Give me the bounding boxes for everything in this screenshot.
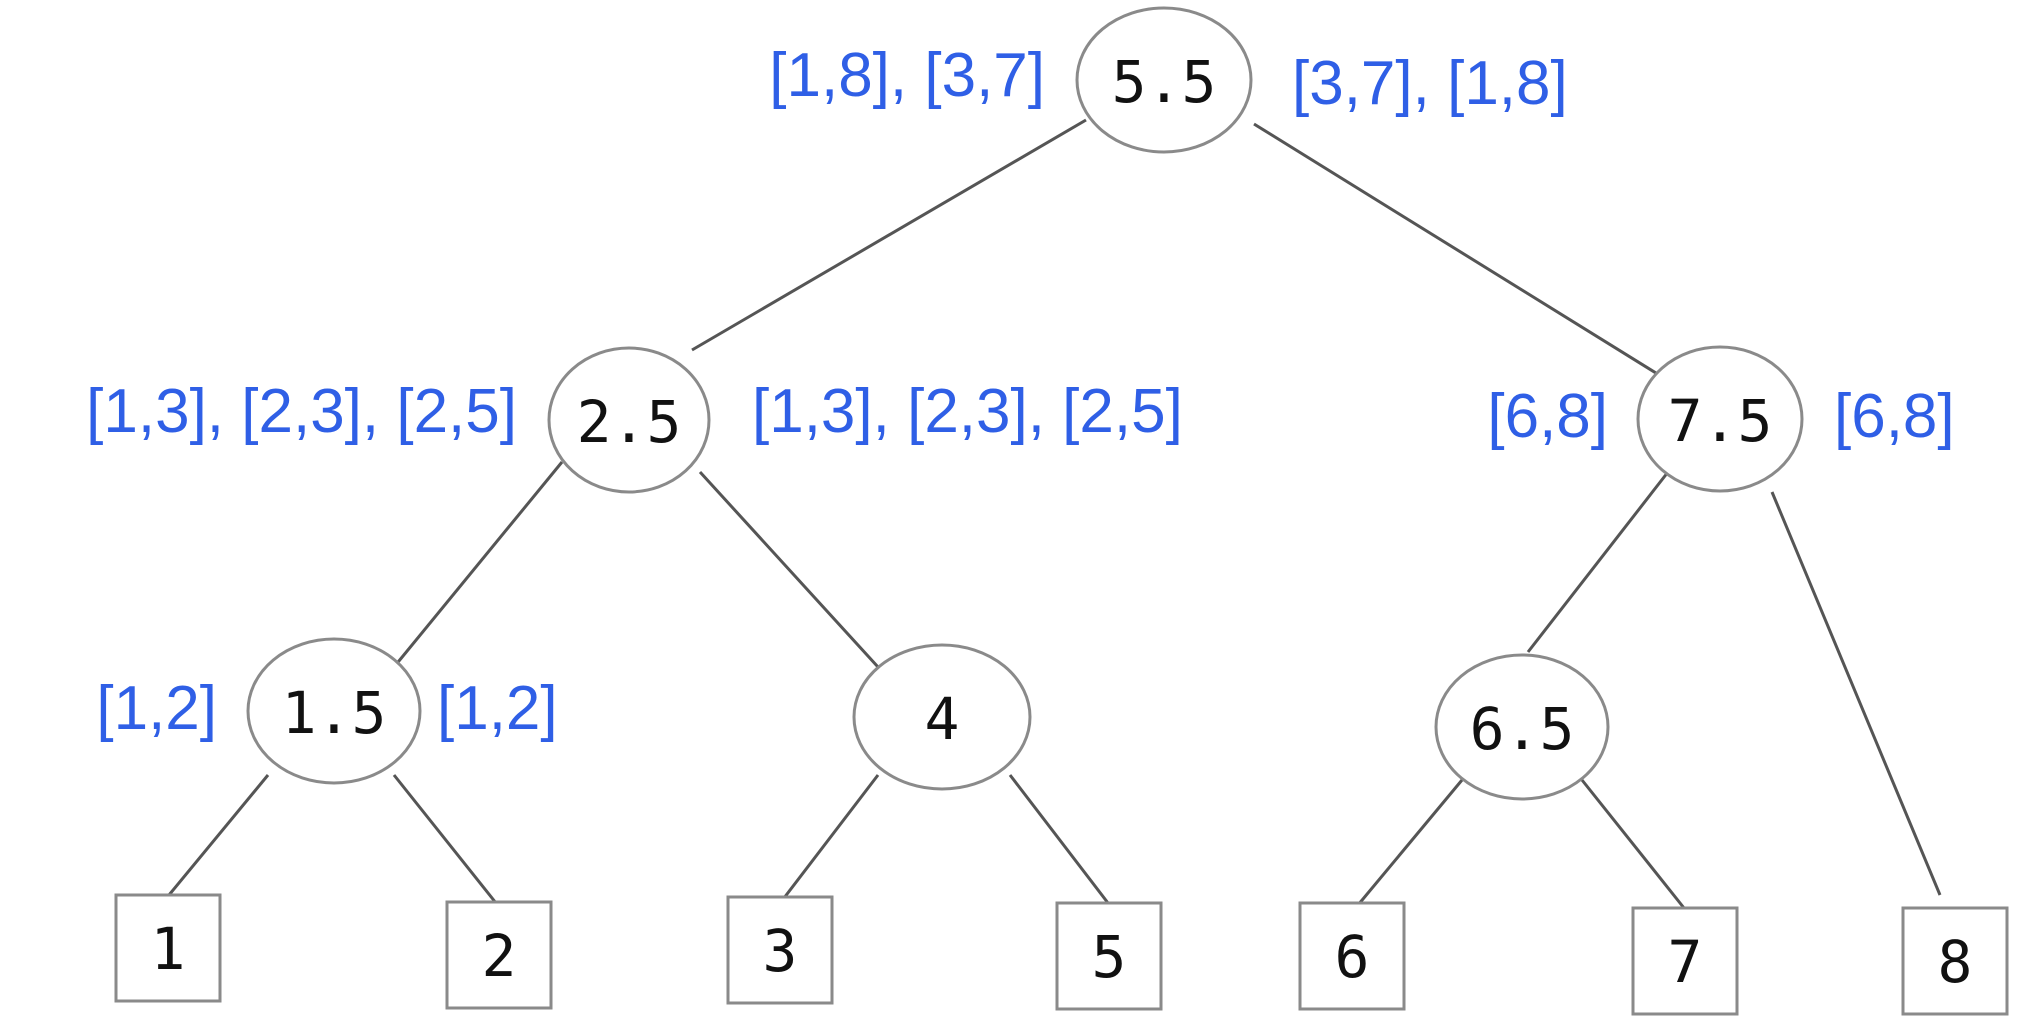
leaf-node-5: 5 [1055,901,1163,1011]
leaf-label: 8 [1938,928,1973,996]
tree-node-1.5: 1.5 [246,637,422,785]
leaf-node-3: 3 [726,895,834,1005]
edge-2.5-4 [698,470,880,669]
interval-list-right-1.5: [1,2] [437,674,558,743]
tree-node-2.5: 2.5 [547,346,711,494]
leaf-box [114,893,222,1003]
node-label: 4 [925,685,960,753]
node-circle [852,643,1032,791]
edge-4-5 [1008,774,1110,904]
leaf-label: 2 [482,922,517,990]
edge-5.5-7.5 [1253,122,1665,380]
leaf-label: 6 [1335,923,1370,991]
edge-6.5-6 [1356,779,1464,906]
node-circle [1434,653,1610,801]
leaf-node-6: 6 [1298,901,1406,1011]
interval-list-left-1.5: [1,2] [96,674,217,743]
leaf-box [1055,901,1163,1011]
leaf-box [445,900,553,1010]
interval-list-right-5.5: [3,7], [1,8] [1292,49,1568,118]
node-circle [547,346,711,494]
leaf-box [1901,906,2009,1016]
node-circle [1075,6,1253,154]
node-circle [246,637,422,785]
interval-list-right-7.5: [6,8] [1834,382,1955,451]
tree-node-7.5: 7.5 [1636,345,1804,493]
leaf-node-1: 1 [114,893,222,1003]
leaf-box [1298,901,1406,1011]
interval-annotations: [1,8], [3,7] [3,7], [1,8] [1,3], [2,3], … [86,41,1954,743]
leaf-box [726,895,834,1005]
leaf-label: 3 [763,917,798,985]
edge-7.5-8 [1770,491,1942,896]
node-label: 1.5 [282,679,387,747]
node-label: 7.5 [1668,387,1773,455]
interval-list-left-5.5: [1,8], [3,7] [769,41,1045,110]
tree-edges [167,118,1942,909]
interval-list-left-2.5: [1,3], [2,3], [2,5] [86,377,517,446]
leaf-node-8: 8 [1901,906,2009,1016]
leaf-node-7: 7 [1631,906,1739,1016]
tree-node-6.5: 6.5 [1434,653,1610,801]
tree-node-4: 4 [852,643,1032,791]
leaf-node-2: 2 [445,900,553,1010]
edge-5.5-2.5 [691,118,1087,352]
interval-list-right-2.5: [1,3], [2,3], [2,5] [752,377,1183,446]
leaf-label: 5 [1092,923,1127,991]
edge-6.5-7 [1580,779,1686,909]
node-label: 6.5 [1470,695,1575,763]
leaf-label: 1 [151,915,186,983]
leaf-label: 7 [1668,928,1703,996]
node-circle [1636,345,1804,493]
tree-node-5.5: 5.5 [1075,6,1253,154]
edge-4-3 [782,774,880,899]
interval-list-left-7.5: [6,8] [1487,382,1608,451]
edge-2.5-1.5 [392,461,564,668]
edge-7.5-6.5 [1526,471,1670,653]
edge-1.5-1 [167,774,270,896]
leaf-box [1631,906,1739,1016]
node-label: 5.5 [1112,48,1217,116]
node-label: 2.5 [577,388,682,456]
edge-1.5-2 [392,774,498,904]
